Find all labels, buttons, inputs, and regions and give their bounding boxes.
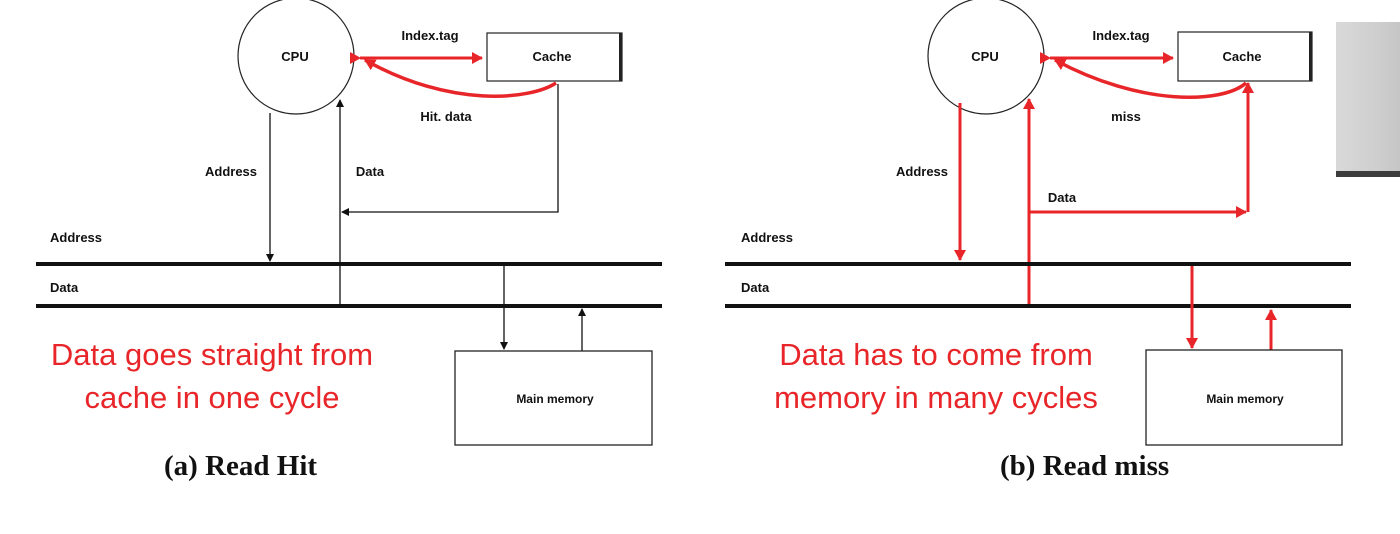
hit-data-curve: [364, 58, 557, 98]
main-memory-label: Main memory: [1206, 392, 1284, 406]
read-miss-note-line2: memory in many cycles: [774, 380, 1098, 415]
data-label: Data: [356, 164, 385, 179]
cropped-photo-edge: [1336, 22, 1400, 177]
miss-curve: [1054, 58, 1248, 99]
panel-read-miss: CPU Cache Index.tag miss Address Data Ad…: [725, 0, 1351, 446]
read-miss-note-line1: Data has to come from: [779, 337, 1093, 372]
data-label: Data: [1048, 190, 1077, 205]
main-memory-label: Main memory: [516, 392, 594, 406]
read-hit-caption: (a) Read Hit: [164, 450, 318, 482]
read-hit-note-line2: cache in one cycle: [84, 380, 340, 415]
main-memory-node: [454, 350, 653, 446]
index-tag-label: Index.tag: [401, 28, 458, 43]
cache-node: [1177, 31, 1313, 82]
cache-shadow: [619, 33, 622, 81]
panel-read-hit: CPU Cache Index.tag Hit. data Address Da…: [36, 0, 662, 446]
index-tag-label: Index.tag: [1092, 28, 1149, 43]
address-bus-label: Address: [50, 230, 102, 245]
cache-to-data-line: [341, 84, 559, 216]
address-label: Address: [896, 164, 948, 179]
main-memory-node: [1145, 349, 1343, 446]
cache-label: Cache: [1222, 49, 1261, 64]
read-hit-note-line1: Data goes straight from: [50, 337, 374, 372]
cpu-label: CPU: [281, 49, 308, 64]
cache-node: [486, 32, 623, 82]
address-bus-label: Address: [741, 230, 793, 245]
address-label: Address: [205, 164, 257, 179]
miss-label: miss: [1111, 109, 1141, 124]
hit-data-label: Hit. data: [420, 109, 472, 124]
data-bus-label: Data: [50, 280, 79, 295]
cpu-label: CPU: [971, 49, 998, 64]
read-miss-note: Data has to come from memory in many cyc…: [736, 333, 1136, 419]
cache-shadow: [1309, 32, 1312, 81]
read-miss-caption: (b) Read miss: [1000, 450, 1170, 482]
cache-label: Cache: [532, 49, 571, 64]
data-bus-label: Data: [741, 280, 770, 295]
read-hit-note: Data goes straight from cache in one cyc…: [15, 333, 409, 419]
